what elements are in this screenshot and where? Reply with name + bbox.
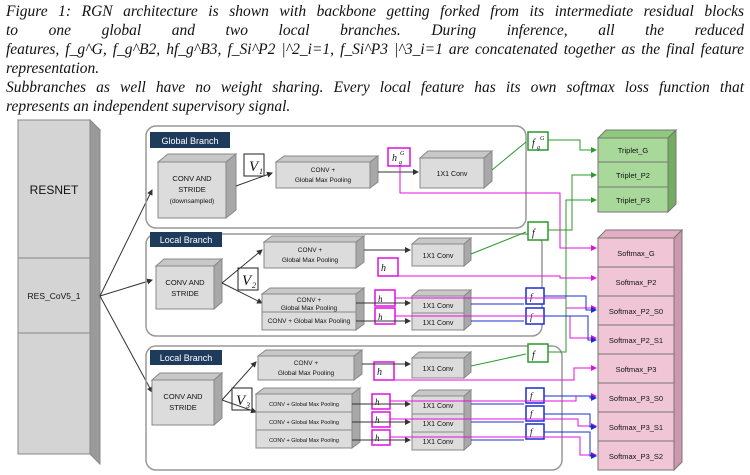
svg-text:f: f — [532, 138, 536, 149]
svg-text:h: h — [375, 433, 380, 443]
softmax-p3: Softmax_P3 — [616, 365, 657, 374]
svg-text:f: f — [532, 350, 536, 361]
caption-line-2: to one global and two local branches. Du… — [6, 22, 744, 39]
local2-pool-s2: CONV + Global Max Pooling — [269, 438, 339, 444]
triplet-p2: Triplet_P2 — [616, 171, 650, 180]
svg-text:h: h — [392, 153, 397, 164]
softmax-p2-s0: Softmax_P2_S0 — [609, 307, 663, 316]
local1-1x1-b: 1X1 Conv — [423, 303, 454, 310]
svg-text:h: h — [377, 367, 382, 378]
v2-subscript: 2 — [252, 281, 256, 290]
svg-text:f: f — [530, 312, 534, 322]
local2-1x1-a: 1X1 Conv — [423, 366, 454, 373]
fork-arrows — [99, 189, 153, 393]
global-branch: Global Branch CONV AND STRIDE (downsampl… — [145, 125, 549, 229]
softmax-p3-s2: Softmax_P3_S2 — [609, 452, 663, 461]
local1-pool-line1: CONV + — [298, 247, 323, 254]
resnet-backbone: RESNET RES_CoV5_1 — [16, 118, 102, 466]
svg-text:g: g — [537, 145, 540, 151]
svg-text:G: G — [540, 136, 545, 142]
local2-pool-line1: CONV + — [294, 360, 319, 367]
global-conv-line2: STRIDE — [178, 185, 206, 194]
global-pool-line2: Global Max Pooling — [295, 177, 352, 184]
softmax-p2-s1: Softmax_P2_S1 — [609, 336, 663, 345]
global-branch-tab — [150, 132, 230, 148]
global-branch-title: Global Branch — [161, 136, 218, 146]
svg-text:G: G — [400, 151, 405, 157]
svg-text:h: h — [375, 415, 380, 425]
resnet-title: RESNET — [30, 183, 79, 197]
local2-pool-s0: CONV + Global Max Pooling — [269, 402, 339, 408]
global-conv-line3: (downsampled) — [170, 198, 214, 205]
caption-line-1: Figure 1: RGN architecture is shown with… — [6, 3, 744, 20]
local2-1x1-d: 1X1 Conv — [423, 439, 454, 446]
local1-1x1-c: 1X1 Conv — [423, 320, 454, 327]
v2-letter: V — [242, 273, 253, 289]
triplet-loss-stack: Triplet_G Triplet_P2 Triplet_P3 — [596, 128, 678, 214]
svg-text:f: f — [530, 292, 534, 302]
svg-text:f: f — [530, 409, 534, 419]
triplet-p3: Triplet_P3 — [616, 196, 650, 205]
local2-pool-s1: CONV + Global Max Pooling — [269, 420, 339, 426]
local2-1x1-c: 1X1 Conv — [423, 421, 454, 428]
svg-text:h: h — [378, 294, 383, 304]
global-1x1-conv: 1X1 Conv — [437, 171, 468, 178]
local-branch-2: Local Branch CONV AND STRIDE V 3 CONV + … — [145, 343, 563, 471]
global-pool-line1: CONV + — [311, 167, 336, 174]
local2-conv-line1: CONV AND — [163, 392, 203, 401]
caption-line-3: features, f_g^G, f_g^B2, hf_g^B3, f_Si^P… — [6, 41, 744, 77]
local1-pool2-line1: CONV + — [297, 297, 322, 304]
caption-line-5: represents an independent supervisory si… — [6, 98, 291, 115]
softmax-g: Softmax_G — [617, 249, 655, 258]
v3-subscript: 3 — [245, 401, 250, 410]
local2-1x1-b: 1X1 Conv — [423, 403, 454, 410]
rgn-architecture-diagram: RESNET RES_CoV5_1 Global Branch CONV AND… — [16, 118, 684, 472]
softmax-p2: Softmax_P2 — [616, 278, 657, 287]
local1-conv-line2: STRIDE — [171, 289, 199, 298]
svg-text:f: f — [530, 391, 534, 401]
backbone-stage-label: RES_CoV5_1 — [28, 291, 81, 301]
local2-conv-line2: STRIDE — [169, 403, 197, 412]
local1-pool-line2: Global Max Pooling — [282, 257, 339, 264]
local1-conv-line1: CONV AND — [165, 278, 205, 287]
svg-text:h: h — [375, 397, 380, 407]
softmax-p3-s1: Softmax_P3_S1 — [609, 423, 663, 432]
svg-text:g: g — [399, 160, 402, 166]
local-branch-2-title: Local Branch — [160, 353, 213, 363]
svg-text:h: h — [378, 312, 383, 322]
svg-text:f: f — [530, 427, 534, 437]
local2-pool-line2: Global Max Pooling — [278, 370, 335, 377]
svg-text:f: f — [532, 228, 536, 239]
v3-letter: V — [236, 393, 247, 409]
softmax-loss-stack: Softmax_G Softmax_P2 Softmax_P2_S0 Softm… — [596, 228, 684, 472]
local-branch-1: Local Branch CONV AND STRIDE V 2 CONV + … — [145, 221, 549, 337]
v1-subscript: 1 — [259, 167, 263, 176]
softmax-p3-s0: Softmax_P3_S0 — [609, 394, 663, 403]
svg-text:h: h — [381, 263, 386, 274]
v1-box — [243, 153, 265, 177]
caption-line-4: Subbranches as well have no weight shari… — [6, 79, 744, 96]
figure-caption: Figure 1: RGN architecture is shown with… — [6, 2, 744, 116]
local-branch-1-title: Local Branch — [160, 235, 213, 245]
local1-1x1-a: 1X1 Conv — [423, 253, 454, 260]
global-conv-line1: CONV AND — [172, 174, 212, 183]
connector-lines — [390, 139, 597, 459]
local1-pool3: CONV + Global Max Pooling — [268, 318, 351, 325]
local1-pool2-line2: Global Max Pooling — [281, 305, 338, 312]
triplet-g: Triplet_G — [618, 146, 649, 155]
v1-letter: V — [249, 159, 260, 175]
